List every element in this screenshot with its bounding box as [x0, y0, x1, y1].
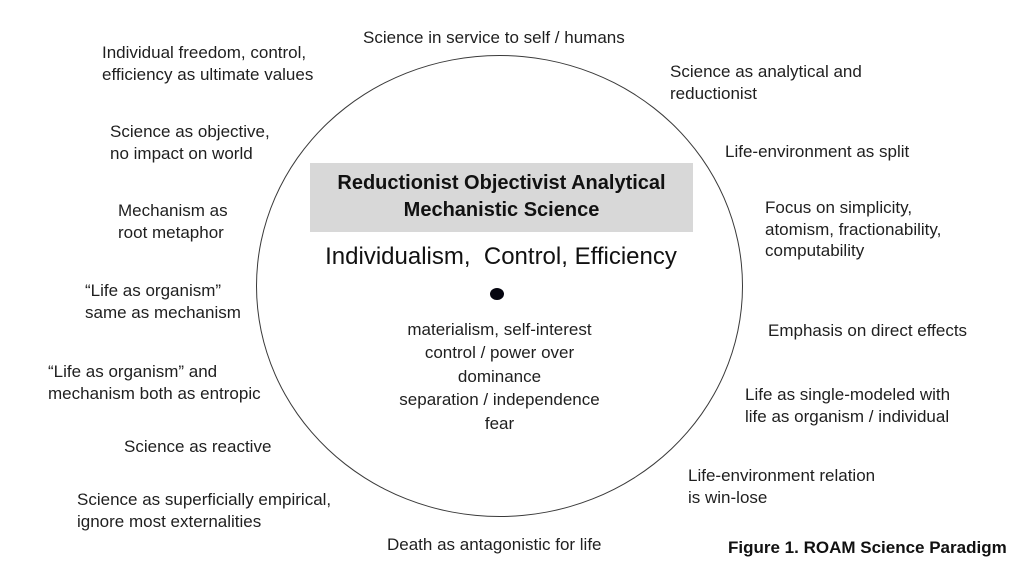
label-focus-simplicity: Focus on simplicity, atomism, fractionab…	[765, 198, 942, 260]
paradigm-title-line: Mechanistic Science	[403, 199, 600, 221]
label-death-antagonistic: Death as antagonistic for life	[387, 535, 602, 554]
label-life-environment-split: Life-environment as split	[725, 142, 910, 161]
core-values-list: materialism, self-interest control / pow…	[256, 318, 743, 435]
paradigm-title-line: Reductionist Objectivist Analytical	[337, 172, 666, 194]
label-mechanism-root-metaphor: Mechanism as root metaphor	[118, 201, 228, 242]
paradigm-subtitle: Individualism, Control, Efficiency	[325, 243, 677, 270]
center-bullet-dot	[490, 288, 504, 300]
core-value-item: control / power over	[424, 343, 575, 363]
label-life-single-modeled: Life as single-modeled with life as orga…	[745, 385, 951, 426]
label-life-environment-win-lose: Life-environment relation is win-lose	[688, 466, 876, 507]
paradigm-title-box: Reductionist Objectivist Analytical Mech…	[310, 163, 693, 232]
core-value-item: dominance	[457, 366, 542, 386]
figure-caption: Figure 1. ROAM Science Paradigm	[728, 538, 1007, 557]
label-individual-freedom: Individual freedom, control, efficiency …	[102, 43, 314, 84]
core-value-item: materialism, self-interest	[407, 320, 592, 339]
label-science-superficially-empirical: Science as superficially empirical, igno…	[77, 490, 332, 531]
label-science-reactive: Science as reactive	[124, 437, 272, 456]
label-science-analytical-reductionist: Science as analytical and reductionist	[670, 62, 862, 103]
core-value-item: separation / independence	[399, 390, 600, 410]
label-life-as-organism-same: “Life as organism” same as mechanism	[85, 281, 241, 322]
label-science-objective: Science as objective, no impact on world	[110, 122, 270, 163]
label-life-as-organism-entropic: “Life as organism” and mechanism both as…	[48, 362, 261, 403]
label-science-in-service: Science in service to self / humans	[363, 28, 625, 47]
core-value-item: fear	[484, 413, 515, 433]
paradigm-circle	[256, 55, 743, 517]
label-emphasis-direct-effects: Emphasis on direct effects	[768, 321, 968, 340]
